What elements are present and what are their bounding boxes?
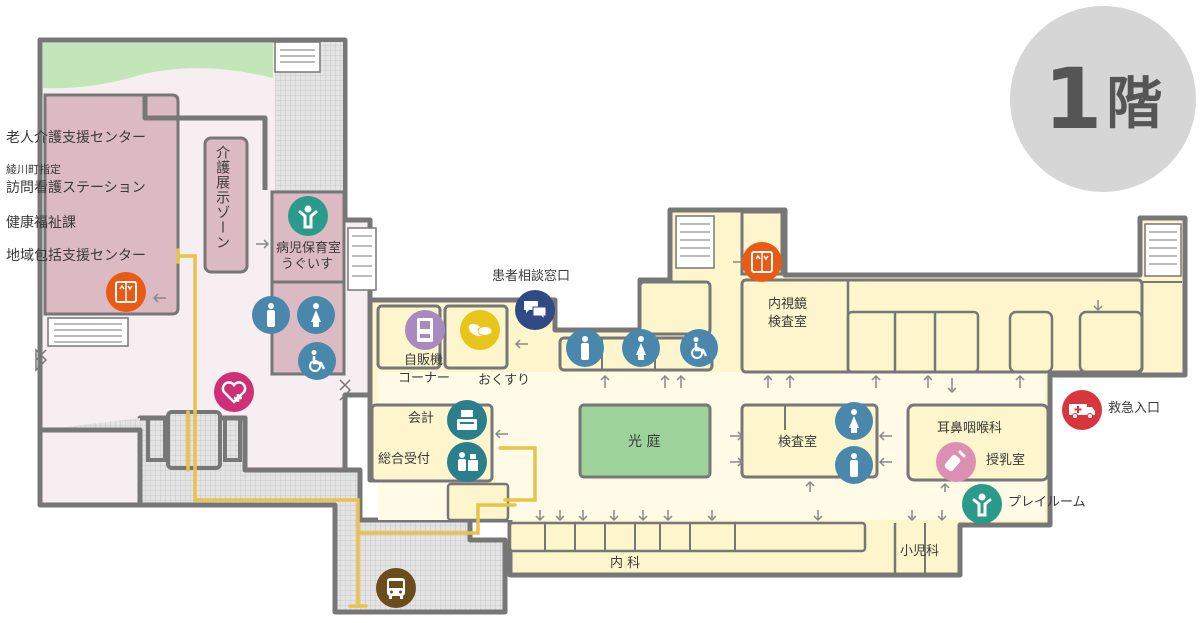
stairs-right-end — [1144, 223, 1182, 277]
label-ayagawa: 綾川町指定 — [6, 163, 61, 176]
female-toilet-icon — [835, 402, 873, 440]
child-icon — [288, 196, 328, 236]
bus-icon — [376, 568, 416, 608]
label-byouji-hoiku: 病児保育室 — [276, 241, 342, 256]
label-roujin-center: 老人介護支援センター — [6, 130, 146, 146]
male-toilet-icon — [252, 296, 290, 334]
label-naishikyo-room: 検査室 — [768, 315, 808, 330]
reception-icon — [447, 442, 487, 482]
label-chiiki-houkatsu: 地域包括支援センター — [6, 248, 146, 264]
stairs-right-left-wing — [347, 227, 377, 291]
label-playroom: プレイルーム — [1008, 495, 1086, 510]
vending-icon — [405, 310, 445, 350]
child-icon — [962, 484, 1002, 524]
light-court — [578, 403, 712, 479]
elevator-icon — [742, 242, 782, 282]
label-kanja-soudan: 患者相談窓口 — [492, 269, 571, 284]
label-kyukyu: 救急入口 — [1108, 401, 1161, 416]
heart-plus-icon — [214, 372, 254, 412]
label-okusuri: おくすり — [478, 373, 531, 388]
female-toilet-icon — [297, 296, 335, 334]
direction-arrows — [152, 239, 1103, 522]
left-wing — [37, 37, 377, 508]
label-jihanki: 自販機 — [404, 353, 444, 368]
wheelchair-icon — [298, 342, 336, 380]
stairs-top-left — [274, 41, 321, 73]
label-kaigo-zone: 介護展示ゾーン — [214, 145, 231, 250]
floor-number: 1 — [1043, 50, 1103, 148]
label-naika: 内 科 — [610, 556, 641, 571]
baby-bottle-icon — [936, 442, 976, 482]
wheelchair-icon — [680, 329, 718, 367]
pharmacy-icon — [460, 310, 500, 350]
label-kouniwa: 光 庭 — [628, 434, 661, 450]
ambulance-icon — [1062, 390, 1102, 430]
male-toilet-icon — [566, 329, 604, 367]
label-junyu: 授乳室 — [986, 453, 1026, 468]
label-jibi-inkouka: 耳鼻咽喉科 — [937, 421, 1003, 436]
braille-route — [176, 248, 537, 608]
label-houmon-kango: 訪問看護ステーション — [6, 180, 146, 196]
label-corner: コーナー — [398, 371, 451, 386]
label-naishikyo: 内視鏡 — [768, 297, 808, 312]
consultation-icon — [515, 290, 555, 330]
floor-suffix: 階 — [1106, 71, 1163, 137]
cashier-icon — [447, 400, 487, 440]
label-kensa: 検査室 — [778, 435, 818, 450]
label-kaikei: 会計 — [408, 411, 435, 426]
label-shouni: 小児科 — [900, 544, 940, 559]
stairs-center — [675, 215, 715, 269]
female-toilet-icon — [622, 329, 660, 367]
elevator-icon — [106, 272, 146, 312]
label-sougou-uketsuke: 総合受付 — [378, 452, 431, 467]
label-uguisu: うぐいす — [281, 257, 334, 272]
stairs-bottom-left — [47, 317, 129, 347]
grid-corridor — [40, 415, 508, 615]
label-kenko-fukushi: 健康福祉課 — [6, 215, 76, 231]
male-toilet-icon — [835, 446, 873, 484]
